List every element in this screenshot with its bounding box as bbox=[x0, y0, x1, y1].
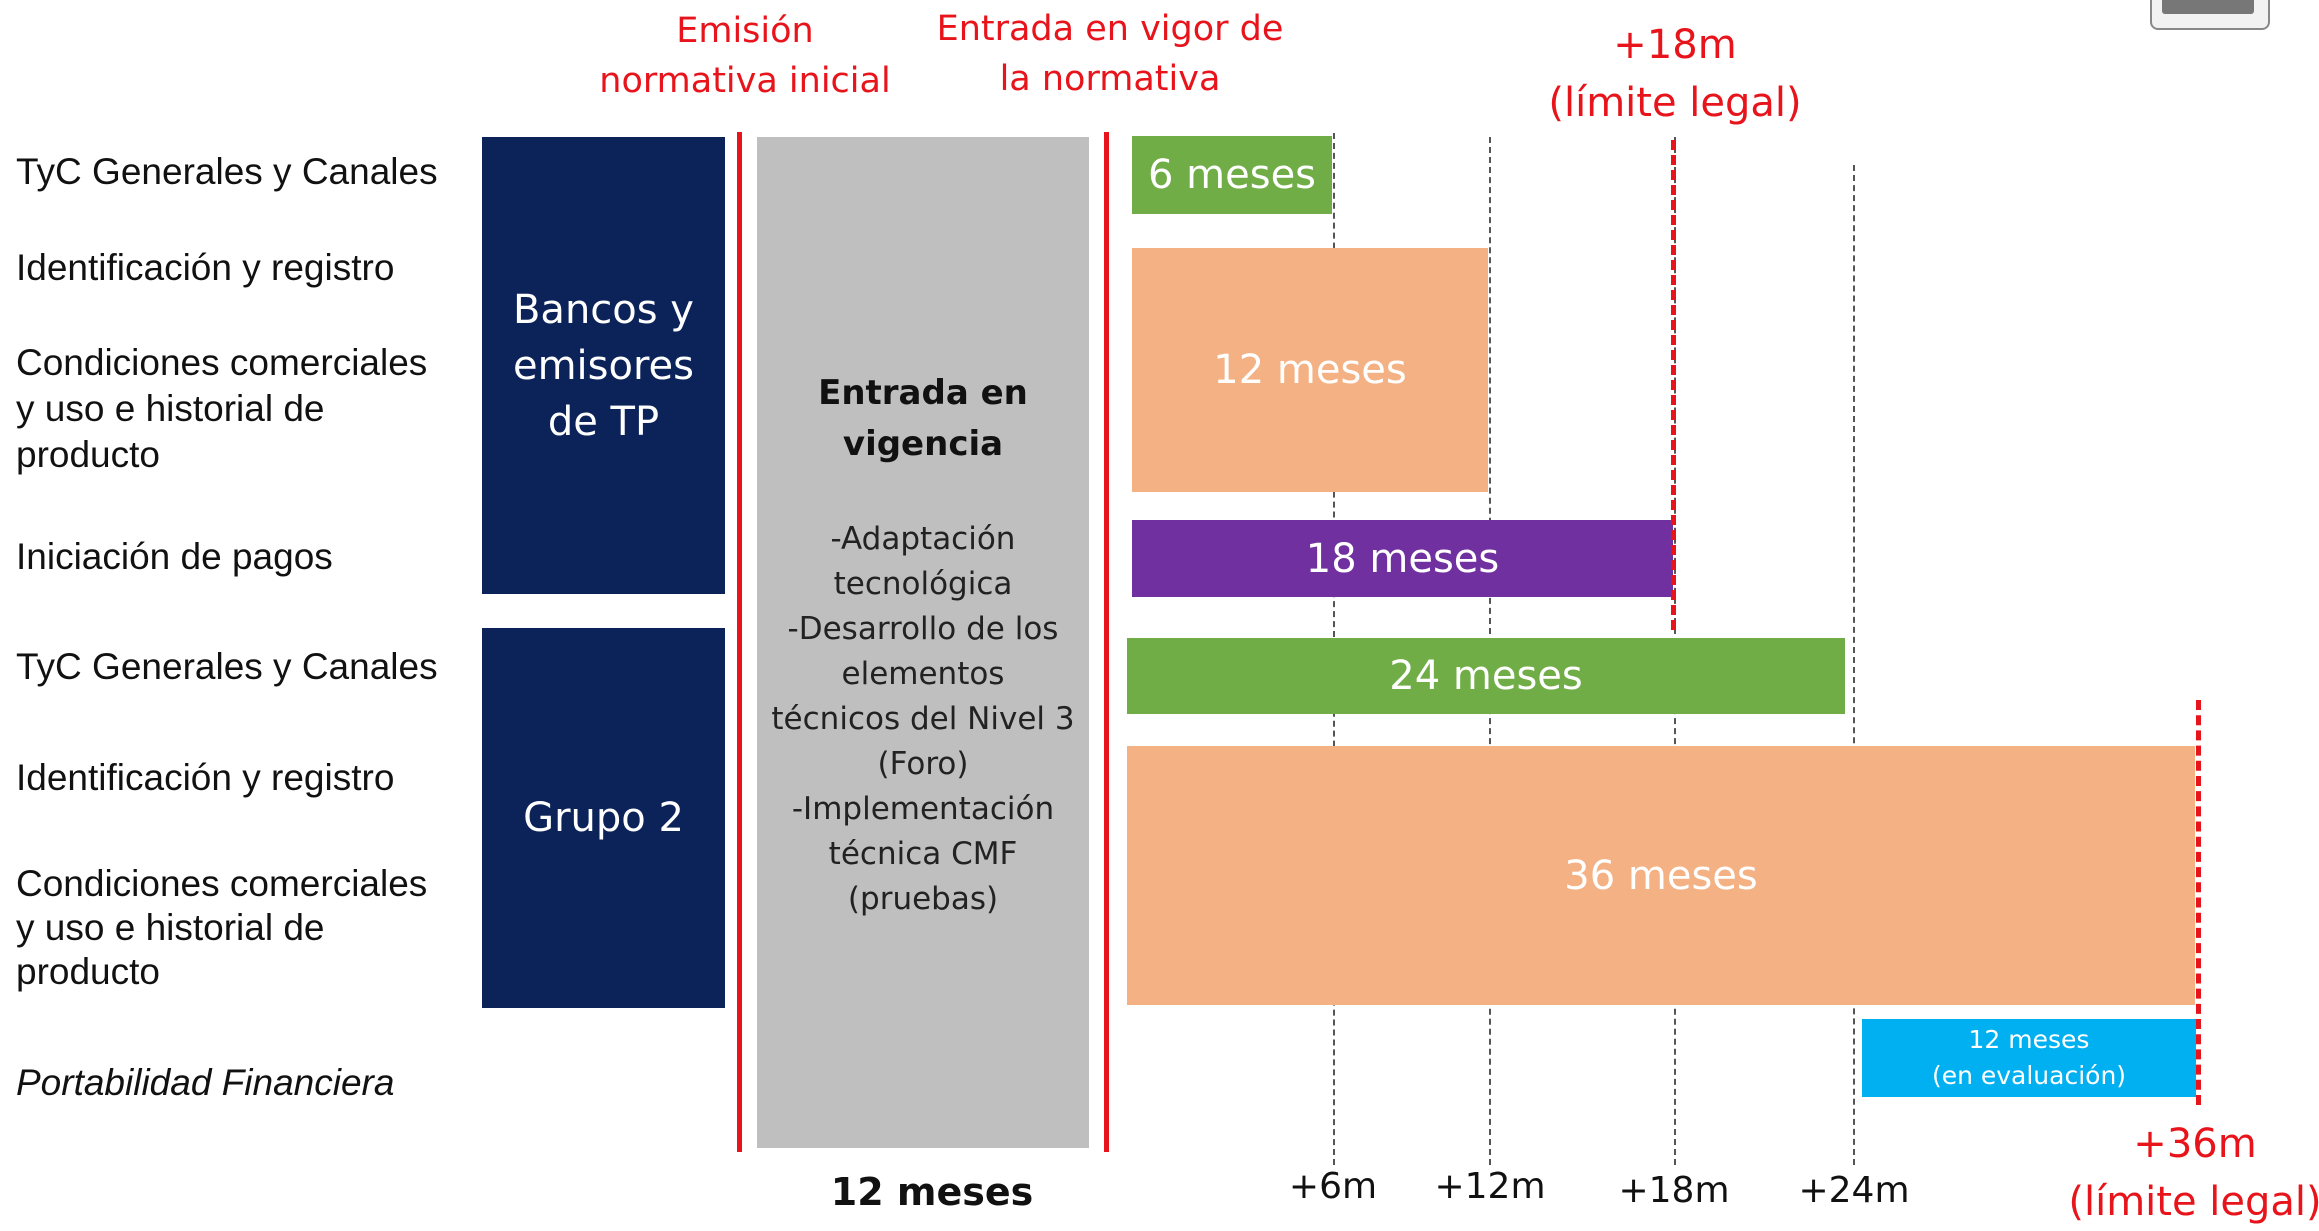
tick-24m: +24m bbox=[1798, 1170, 1910, 1211]
vigor-label: Entrada en vigor de la normativa bbox=[936, 9, 1284, 99]
row-label-condiciones-2: Condiciones comerciales y uso e historia… bbox=[16, 863, 428, 992]
bar-24-meses: 24 meses bbox=[1127, 638, 1845, 714]
row-label-iniciacion-pagos: Iniciación de pagos bbox=[16, 536, 333, 577]
tick-12m: +12m bbox=[1434, 1166, 1546, 1207]
group-grupo-2: Grupo 2 bbox=[482, 628, 725, 1008]
row-label-condiciones-1: Condiciones comerciales y uso e historia… bbox=[16, 342, 428, 475]
limit-18-line bbox=[1671, 140, 1676, 630]
row-label-portabilidad: Portabilidad Financiera bbox=[16, 1062, 395, 1103]
gridline-24m bbox=[1853, 165, 1855, 1165]
vigencia-block bbox=[757, 137, 1089, 1148]
emision-label: Emisión normativa inicial bbox=[599, 11, 891, 101]
tick-6m: +6m bbox=[1288, 1166, 1378, 1207]
bar-6-meses: 6 meses bbox=[1132, 136, 1332, 214]
row-label-tyc-1: TyC Generales y Canales bbox=[16, 151, 438, 192]
row-label-tyc-2: TyC Generales y Canales bbox=[16, 646, 438, 687]
bar-36-meses: 36 meses bbox=[1127, 746, 2195, 1005]
vigencia-duration: 12 meses bbox=[830, 1170, 1034, 1214]
vigencia-tasks: -Adaptación tecnológica -Desarrollo de l… bbox=[771, 521, 1075, 917]
limit-36-label: +36m (límite legal) bbox=[2068, 1121, 2319, 1225]
row-label-identificacion-2: Identificación y registro bbox=[16, 757, 395, 798]
limit-18-label: +18m (límite legal) bbox=[1548, 22, 1802, 126]
bar-12-meses-evaluacion: 12 meses (en evaluación) bbox=[1862, 1019, 2196, 1097]
row-label-identificacion-1: Identificación y registro bbox=[16, 247, 395, 288]
tick-18m: +18m bbox=[1618, 1170, 1730, 1211]
group-bancos-emisores: Bancos y emisores de TP bbox=[482, 137, 725, 594]
corner-widget-inner bbox=[2162, 0, 2254, 14]
bar-12-meses: 12 meses bbox=[1132, 248, 1488, 492]
vigor-line bbox=[1104, 132, 1109, 1152]
emision-line bbox=[737, 132, 742, 1152]
vigencia-title: Entrada en vigencia bbox=[818, 373, 1028, 464]
bar-18-meses: 18 meses bbox=[1132, 520, 1673, 597]
limit-36-line bbox=[2196, 700, 2201, 1105]
